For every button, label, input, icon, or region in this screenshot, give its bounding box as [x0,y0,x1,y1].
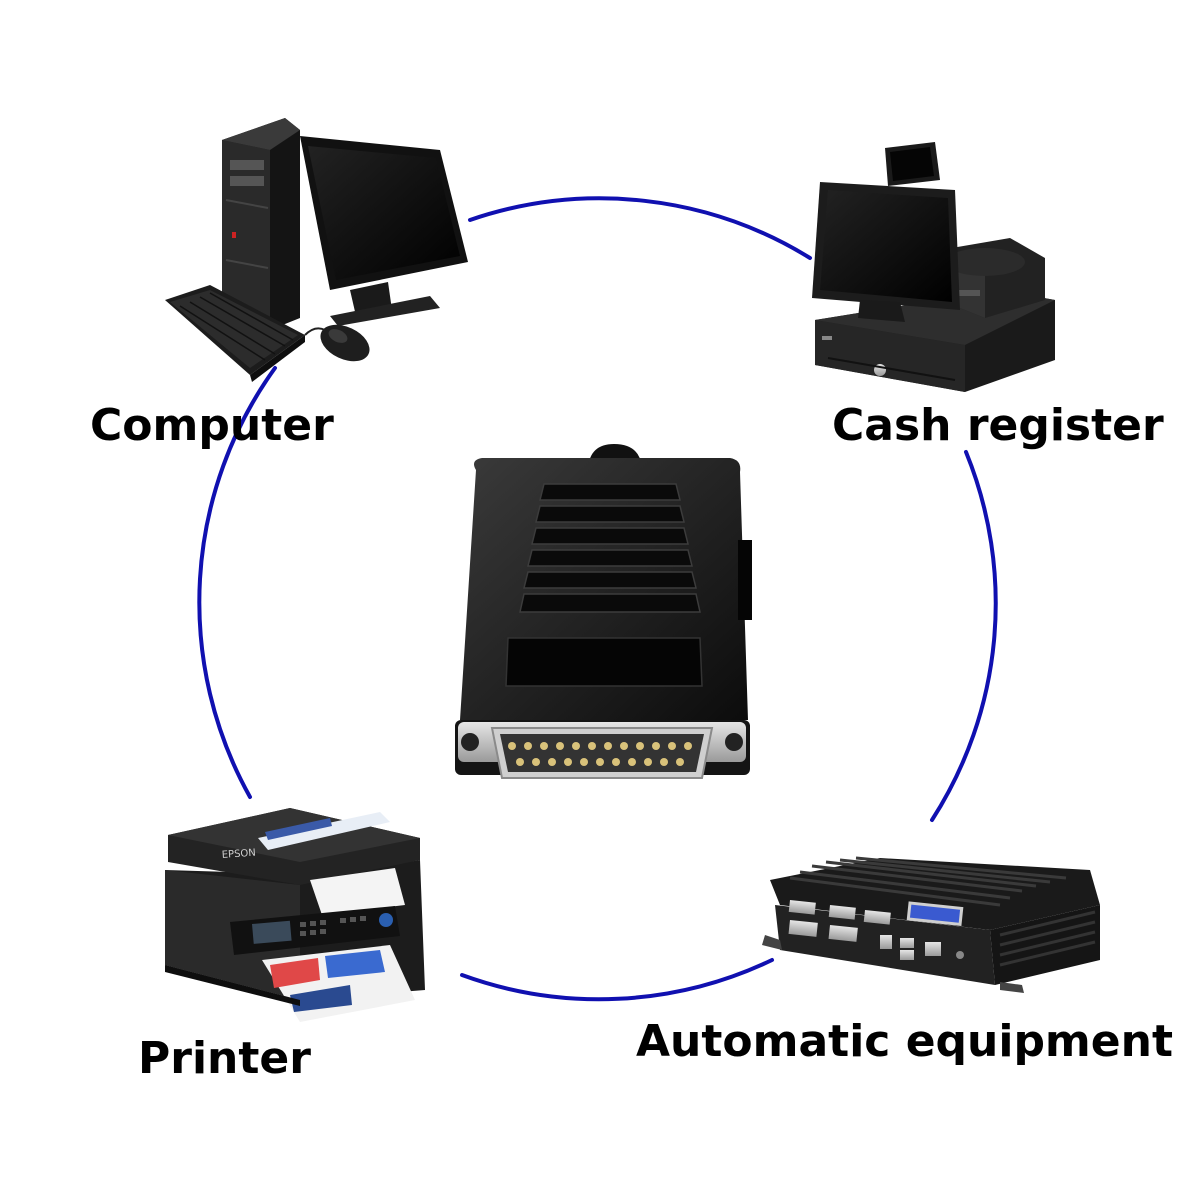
ring-arc-bottom [460,958,774,1002]
printer-brand-logo: EPSON [221,848,256,861]
connector-pins [508,742,692,766]
automatic-equipment-label: Automatic equipment [636,1016,1173,1067]
computer-image [165,118,468,382]
ring-arc-top [468,196,812,260]
printer-label: Printer [138,1033,311,1084]
ring-arc-left [197,366,277,799]
connection-ring [197,196,998,1002]
io-ports [788,900,964,960]
ring-arc-right [930,450,998,822]
printer-image: EPSON [165,808,425,1022]
cash-register-label: Cash register [832,400,1164,451]
computer-label: Computer [90,400,334,451]
industrial-pc-image [762,856,1100,993]
cash-register-image [812,142,1055,392]
grip-ribs [519,483,701,613]
db25-connector-image [455,444,752,779]
